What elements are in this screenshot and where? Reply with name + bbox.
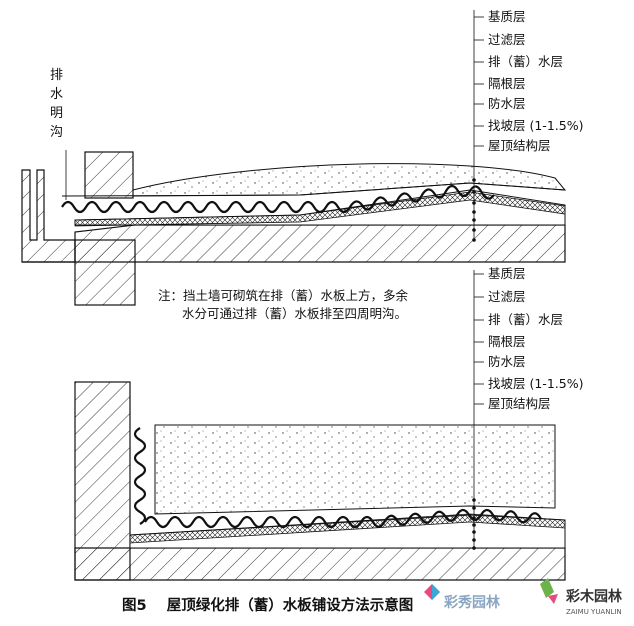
bottom-layer-label: 排（蓄）水层 [488,312,564,327]
bottom-growing-medium [154,424,556,515]
top-drainage-board [61,184,495,214]
top-growing-medium [132,163,567,197]
note-line-2: 水分可通过排（蓄）水板排至四周明沟。 [182,306,408,321]
bottom-layer-label: 防水层 [488,354,526,369]
top-layer-label: 找坡层 (1-1.5%) [488,118,584,133]
watermark-logo-mark [424,578,558,604]
top-label-ticks [474,16,484,147]
watermark-left-logo: 彩秀园林 [444,595,500,611]
top-retaining-wall [84,151,134,199]
bottom-drainage-board-vertical [133,427,147,525]
bottom-section [74,270,566,581]
top-layer-label: 屋顶结构层 [488,138,551,153]
bottom-waterproof-layer [129,513,566,544]
bottom-parapet-wall [74,381,131,581]
bottom-layer-label: 找坡层 (1-1.5%) [488,376,584,391]
top-section [21,10,567,306]
bottom-drainage-board [144,508,542,529]
bottom-layer-label: 屋顶结构层 [488,396,551,411]
top-layer-label: 排（蓄）水层 [488,54,564,69]
top-leader-dots [472,178,476,242]
note-line-1: 注：挡土墙可砌筑在排（蓄）水板上方，多余 [158,288,409,303]
top-support-column [74,239,136,306]
bottom-leader-dots [472,498,476,550]
watermark-right-logo: 彩木园林 [566,589,622,605]
bottom-roof-structure-slab [74,547,566,581]
top-waterproof-layer [74,191,566,227]
top-drain-channel-wall [21,169,76,263]
top-layer-label: 防水层 [488,96,526,111]
bottom-layer-label: 过滤层 [488,289,526,304]
figure-caption: 图5 屋顶绿化排（蓄）水板铺设方法示意图 [122,598,414,614]
top-layer-label: 过滤层 [488,32,526,47]
top-layer-label: 隔根层 [488,76,526,91]
bottom-layer-label: 隔根层 [488,334,526,349]
bottom-layer-label: 基质层 [488,266,526,281]
watermark-right-logo-sub: ZAIMU YUANLIN [566,608,622,616]
drain-channel-label: 排水明沟 [50,68,64,140]
top-layer-label: 基质层 [488,9,526,24]
bottom-label-ticks [474,273,484,405]
